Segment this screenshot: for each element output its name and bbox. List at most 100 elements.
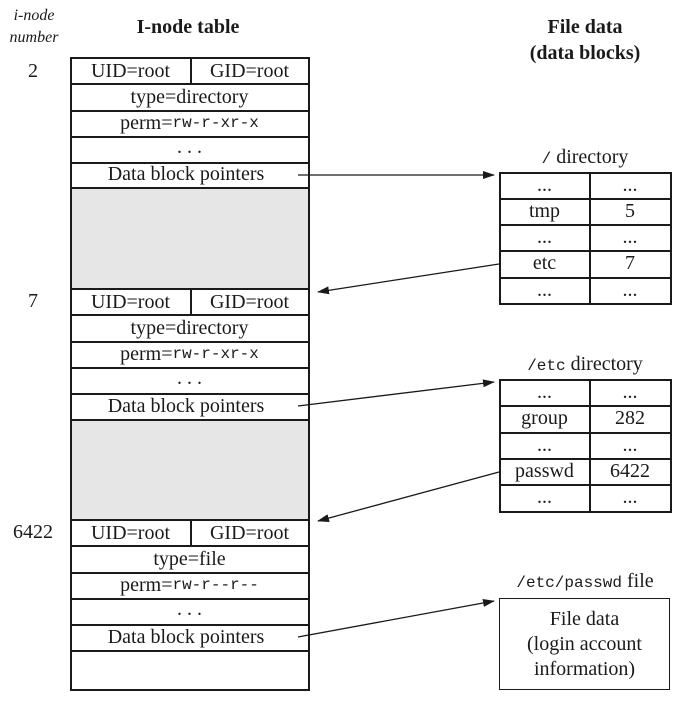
table-line xyxy=(70,419,310,421)
passwd-file-line3: information) xyxy=(533,657,636,680)
inode-7-gid: GID=root xyxy=(209,290,290,313)
inode-6422-type: type=file xyxy=(153,547,226,570)
inode-2-perm-value: rw-r-xr-x xyxy=(172,114,259,132)
table-line xyxy=(70,162,310,164)
root-dir-inode: 5 xyxy=(625,199,635,222)
table-line xyxy=(589,172,591,304)
table-line xyxy=(70,624,310,626)
table-line xyxy=(499,250,672,252)
inode-7-type: type=directory xyxy=(130,316,249,339)
root-directory-title-text: directory xyxy=(551,146,629,168)
etc-dir-inode: ... xyxy=(622,486,638,508)
etc-dir-name: ... xyxy=(537,380,552,403)
table-line xyxy=(499,172,672,174)
etc-dir-inode: ... xyxy=(622,433,638,456)
root-dir-name: ... xyxy=(537,173,552,196)
inode-2-perm: perm=rw-r-xr-x xyxy=(71,110,308,136)
etc-dir-inode: ... xyxy=(622,380,638,403)
table-line xyxy=(499,432,672,434)
etc-dir-name: group xyxy=(521,407,568,429)
inode-number-header-line1: i-node xyxy=(13,7,55,24)
table-line xyxy=(499,405,672,407)
table-line xyxy=(499,458,672,460)
inode-7-perm-prefix: perm= xyxy=(120,342,173,365)
table-line xyxy=(589,379,591,512)
unused-inodes-gap-2 xyxy=(71,419,308,519)
root-dir-name: ... xyxy=(537,225,552,248)
root-dir-inode: ... xyxy=(622,173,638,196)
root-dir-name: tmp xyxy=(528,199,561,222)
file-data-header: File data (data blocks) xyxy=(500,14,670,66)
table-line xyxy=(70,110,310,112)
file-data-header-line1: File data xyxy=(547,16,623,38)
table-line xyxy=(190,288,192,315)
table-line xyxy=(70,367,310,369)
table-line xyxy=(190,519,192,546)
inode-table-title: I-node table xyxy=(136,16,240,38)
arrow-inode7-to-etc-dir xyxy=(297,379,495,407)
table-line xyxy=(499,277,672,279)
table-line xyxy=(70,598,310,600)
arrow-etc-entry-to-inode7 xyxy=(317,263,500,295)
table-line xyxy=(190,57,192,84)
inode-number-2: 2 xyxy=(28,60,38,82)
passwd-file-data-box: File data (login account information) xyxy=(499,598,670,690)
inode-7-uid: UID=root xyxy=(90,290,171,313)
table-line xyxy=(70,572,310,574)
root-dir-inode: ... xyxy=(622,278,638,301)
table-line xyxy=(499,198,672,200)
arrow-inode6422-to-passwd-file xyxy=(297,599,495,638)
inode-2-uid: UID=root xyxy=(90,59,171,82)
passwd-file-line2: (login account xyxy=(527,632,642,655)
inode-number-header-line2: number xyxy=(9,29,59,46)
inode-2-data-block-pointers: Data block pointers xyxy=(107,163,265,185)
inode-6422-data-block-pointers: Data block pointers xyxy=(107,625,265,648)
etc-directory-title: /etc directory xyxy=(500,353,670,376)
inode-6422-gid: GID=root xyxy=(209,521,290,544)
table-line xyxy=(70,393,310,395)
table-left-border xyxy=(70,57,72,690)
table-line xyxy=(499,511,672,513)
table-line xyxy=(499,224,672,226)
etc-directory-title-text: directory xyxy=(565,353,643,375)
passwd-file-title-path: /etc/passwd xyxy=(516,574,622,592)
inode-6422-perm: perm=rw-r--r-- xyxy=(71,572,308,598)
etc-dir-name: ... xyxy=(537,433,552,456)
passwd-file-line1: File data xyxy=(549,607,620,630)
unused-inodes-gap-1 xyxy=(71,187,308,288)
inode-2-dots: . . . xyxy=(177,135,202,158)
table-line xyxy=(670,379,672,512)
etc-dir-inode: 282 xyxy=(615,407,645,429)
root-directory-title-path: / xyxy=(541,150,552,168)
inode-7-dots: . . . xyxy=(177,366,202,389)
inode-number-6422: 6422 xyxy=(13,521,53,543)
table-right-border xyxy=(308,57,310,690)
inode-number-header: i-node number xyxy=(2,5,66,49)
inode-2-perm-prefix: perm= xyxy=(120,111,173,134)
etc-dir-name: passwd xyxy=(515,459,574,482)
table-line xyxy=(70,689,310,691)
table-line xyxy=(499,379,501,512)
inode-7-data-block-pointers: Data block pointers xyxy=(107,394,265,417)
root-dir-name: ... xyxy=(537,278,552,301)
table-line xyxy=(499,172,501,304)
table-line xyxy=(499,484,672,486)
file-data-header-line2: (data blocks) xyxy=(529,42,641,64)
table-line xyxy=(499,379,672,381)
passwd-file-title: /etc/passwd file xyxy=(495,570,675,593)
inode-6422-perm-prefix: perm= xyxy=(120,573,173,596)
table-line xyxy=(499,303,672,305)
inode-number-7: 7 xyxy=(28,290,38,312)
root-dir-inode: ... xyxy=(622,225,638,248)
etc-dir-inode: 6422 xyxy=(610,459,650,482)
table-line xyxy=(70,650,310,652)
inode-6422-uid: UID=root xyxy=(90,521,171,544)
root-dir-name: etc xyxy=(532,252,557,274)
inode-2-gid: GID=root xyxy=(209,59,290,82)
root-directory-title: / directory xyxy=(500,146,670,169)
inode-7-perm: perm=rw-r-xr-x xyxy=(71,341,308,367)
table-line xyxy=(70,341,310,343)
root-dir-inode: 7 xyxy=(625,252,635,274)
etc-dir-name: ... xyxy=(537,486,552,508)
